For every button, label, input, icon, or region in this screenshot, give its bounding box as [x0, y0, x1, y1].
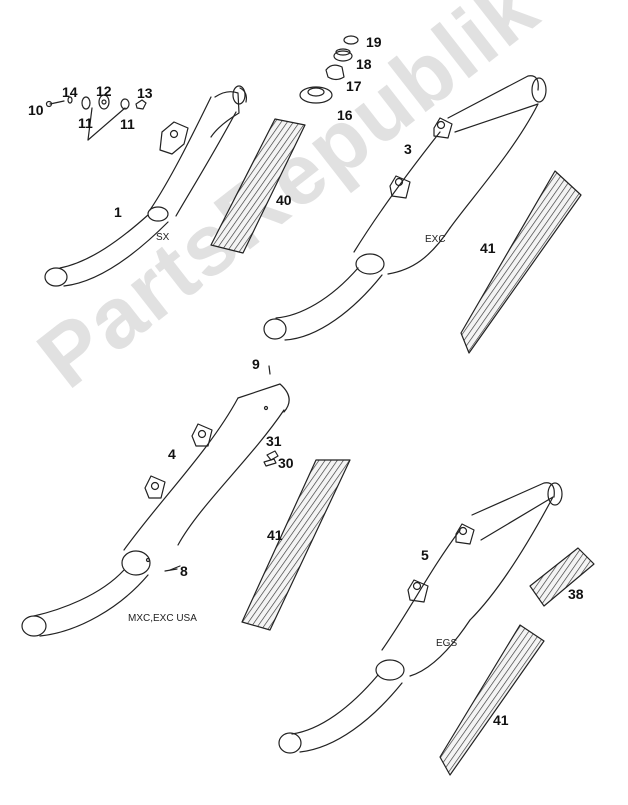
callout-41-bottom: 41 — [493, 712, 509, 728]
callout-40: 40 — [276, 192, 292, 208]
variant-mxc-exc-usa: MXC,EXC USA — [128, 613, 197, 624]
callout-31: 31 — [266, 433, 282, 449]
silencer-mxc-exc-usa — [21, 365, 290, 637]
grommet-stack — [299, 35, 359, 104]
screw-30 — [263, 458, 277, 467]
callout-5: 5 — [421, 547, 429, 563]
callout-41-top: 41 — [480, 240, 496, 256]
silencer-exc — [263, 75, 547, 341]
callout-11-right: 11 — [120, 116, 135, 132]
callout-9: 9 — [252, 356, 260, 372]
callout-19: 19 — [366, 34, 382, 50]
callout-18: 18 — [356, 56, 372, 72]
silencer-egs — [278, 482, 563, 754]
heat-shield-41-top — [460, 170, 582, 354]
callout-30: 30 — [278, 455, 294, 471]
variant-exc: EXC — [425, 234, 446, 245]
callout-12: 12 — [96, 83, 112, 99]
screw-8 — [164, 568, 178, 572]
silencer-sx — [44, 85, 247, 287]
callout-16: 16 — [337, 107, 353, 123]
variant-egs: EGS — [436, 638, 458, 649]
callout-13: 13 — [137, 85, 153, 101]
heat-shield-41-mid — [241, 459, 351, 631]
callout-4: 4 — [168, 446, 176, 462]
callout-10: 10 — [28, 102, 44, 118]
callout-1: 1 — [114, 204, 122, 220]
heat-shield-38 — [529, 547, 595, 607]
callout-8: 8 — [180, 563, 188, 579]
callout-11-left: 11 — [78, 115, 93, 131]
callout-14: 14 — [62, 84, 78, 100]
mounting-hardware — [45, 94, 147, 141]
callout-17: 17 — [346, 78, 362, 94]
callout-3: 3 — [404, 141, 412, 157]
callout-38: 38 — [568, 586, 584, 602]
heat-shield-40 — [210, 118, 306, 254]
heat-shield-41-bottom — [439, 624, 545, 776]
variant-sx: SX — [156, 232, 170, 243]
callout-41-mid: 41 — [267, 527, 283, 543]
